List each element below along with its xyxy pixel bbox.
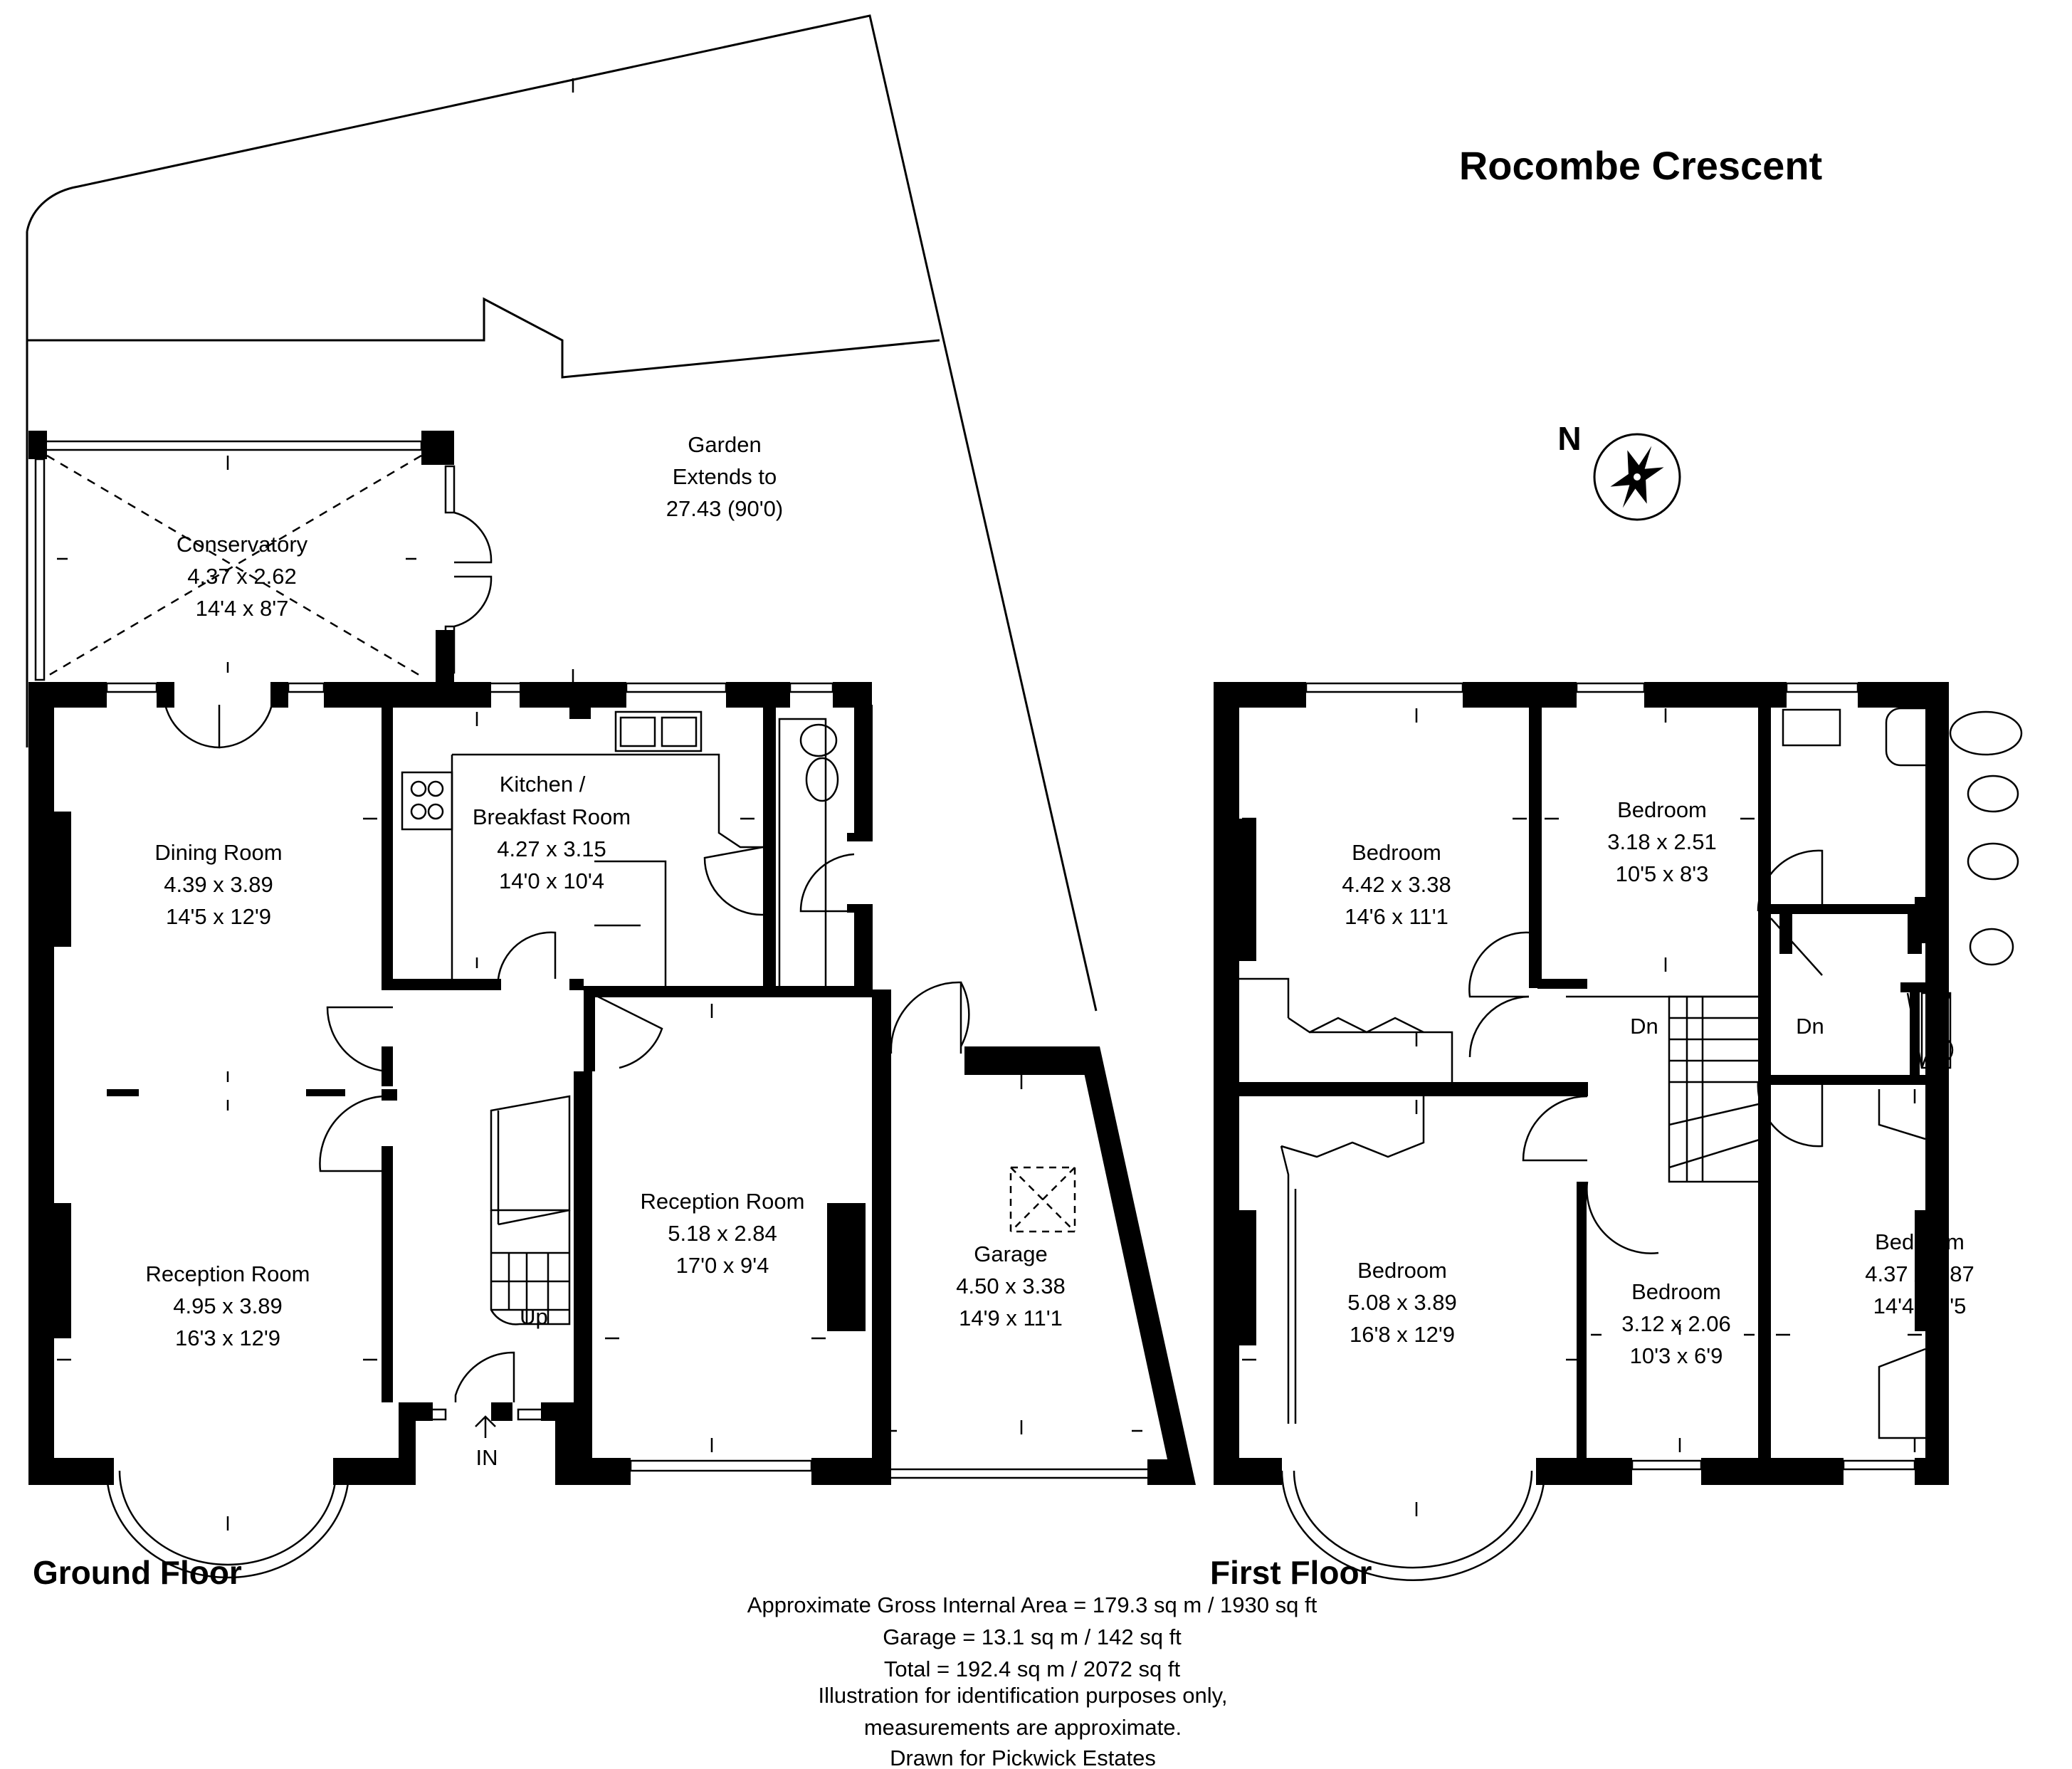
bed1-metric: 4.42 x 3.38 (1342, 872, 1451, 897)
garden-length: 27.43 (90'0) (666, 496, 783, 521)
bed2-metric: 3.18 x 2.51 (1607, 829, 1716, 854)
garden-note: Extends to (673, 464, 777, 489)
garden-outline (26, 14, 1098, 1012)
compass-icon (1593, 433, 1681, 521)
bed1-name: Bedroom (1352, 840, 1441, 865)
dining-metric: 4.39 x 3.89 (164, 872, 273, 897)
footer-notes: Approximate Gross Internal Area = 179.3 … (747, 1592, 1318, 1769)
compass-north-label: N (1557, 420, 1581, 457)
first-dimension-arrows (1242, 708, 1922, 1516)
garden-name: Garden (688, 432, 761, 457)
room-bedroom-5: Bedroom 4.37 x 2.87 14'4 x 9'5 (1865, 1229, 1974, 1318)
reception-back-metric: 5.18 x 2.84 (668, 1221, 777, 1246)
reception-back-imperial: 17'0 x 9'4 (676, 1253, 769, 1278)
dining-imperial: 14'5 x 12'9 (166, 904, 271, 929)
bed3-name: Bedroom (1357, 1258, 1447, 1283)
bed5-imperial: 14'4 x 9'5 (1873, 1293, 1967, 1318)
bed4-name: Bedroom (1631, 1279, 1721, 1304)
first-floor-walls (1214, 682, 1949, 1485)
conservatory-imperial: 14'4 x 8'7 (196, 596, 289, 621)
reception-front-imperial: 16'3 x 12'9 (175, 1326, 280, 1350)
conservatory-metric: 4.37 x 2.62 (187, 564, 296, 589)
bed2-imperial: 10'5 x 8'3 (1616, 861, 1709, 886)
footer-disclaimer: Illustration for identification purposes… (819, 1683, 1228, 1708)
garage-metric: 4.50 x 3.38 (956, 1274, 1065, 1298)
stairs-up-label: Up (520, 1304, 548, 1329)
footer-drawn-for: Drawn for Pickwick Estates (890, 1746, 1156, 1769)
stairs-down-left-label: Dn (1630, 1014, 1658, 1039)
bed1-imperial: 14'6 x 11'1 (1345, 904, 1448, 929)
room-reception-back: Reception Room 5.18 x 2.84 17'0 x 9'4 (641, 1189, 805, 1278)
page-title: Rocombe Crescent (1459, 143, 1822, 188)
bed3-imperial: 16'8 x 12'9 (1350, 1322, 1455, 1347)
reception-front-metric: 4.95 x 3.89 (173, 1293, 282, 1318)
kitchen-imperial: 14'0 x 10'4 (499, 868, 604, 893)
room-conservatory: Conservatory 4.37 x 2.62 14'4 x 8'7 (177, 532, 308, 621)
room-garden: Garden Extends to 27.43 (90'0) (666, 432, 783, 521)
garage-imperial: 14'9 x 11'1 (959, 1306, 1063, 1330)
bed4-metric: 3.12 x 2.06 (1621, 1311, 1730, 1336)
ground-dimension-arrows (57, 78, 1142, 1531)
bed2-name: Bedroom (1617, 797, 1707, 822)
entrance-label: IN (476, 1445, 498, 1470)
conservatory-name: Conservatory (177, 532, 308, 557)
room-reception-front: Reception Room 4.95 x 3.89 16'3 x 12'9 (146, 1261, 310, 1350)
dining-name: Dining Room (154, 840, 282, 865)
bed5-metric: 4.37 x 2.87 (1865, 1261, 1974, 1286)
first-floor-fittings (1239, 682, 2023, 1581)
room-garage: Garage 4.50 x 3.38 14'9 x 11'1 (956, 1242, 1065, 1330)
room-bedroom-1: Bedroom 4.42 x 3.38 14'6 x 11'1 (1342, 840, 1451, 929)
kitchen-name-1: Kitchen / (500, 772, 586, 797)
garage-name: Garage (974, 1242, 1047, 1266)
room-dining: Dining Room 4.39 x 3.89 14'5 x 12'9 (154, 840, 282, 929)
ground-floor-walls (28, 431, 1196, 1485)
room-kitchen: Kitchen / Breakfast Room 4.27 x 3.15 14'… (473, 772, 631, 893)
room-bedroom-2: Bedroom 3.18 x 2.51 10'5 x 8'3 (1607, 797, 1716, 886)
footer-gross-area: Approximate Gross Internal Area = 179.3 … (747, 1592, 1318, 1617)
footer-approximate: measurements are approximate. (864, 1715, 1182, 1740)
first-floor-heading: First Floor (1210, 1554, 1372, 1591)
reception-back-name: Reception Room (641, 1189, 805, 1214)
stairs-down-right-label: Dn (1796, 1014, 1824, 1039)
kitchen-name-2: Breakfast Room (473, 804, 631, 829)
reception-front-name: Reception Room (146, 1261, 310, 1286)
room-bedroom-4: Bedroom 3.12 x 2.06 10'3 x 6'9 (1621, 1279, 1730, 1368)
ground-floor-heading: Ground Floor (33, 1554, 242, 1591)
bed4-imperial: 10'3 x 6'9 (1630, 1343, 1723, 1368)
footer-total-area: Total = 192.4 sq m / 2072 sq ft (884, 1657, 1181, 1681)
kitchen-metric: 4.27 x 3.15 (497, 836, 606, 861)
ground-floor-fittings (34, 440, 1147, 1579)
footer-garage-area: Garage = 13.1 sq m / 142 sq ft (883, 1624, 1182, 1649)
bed5-name: Bedroom (1875, 1229, 1965, 1254)
bed3-metric: 5.08 x 3.89 (1347, 1290, 1456, 1315)
room-bedroom-3: Bedroom 5.08 x 3.89 16'8 x 12'9 (1347, 1258, 1456, 1347)
